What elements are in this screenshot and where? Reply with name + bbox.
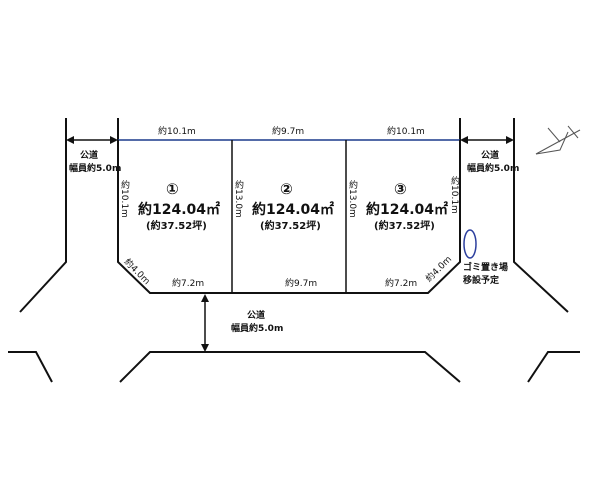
lot2-tsubo: (約37.52坪) [260,221,321,232]
lot3-top-frontage: 約10.1m [387,127,425,137]
bottom-road-arrow [201,294,209,352]
lot-boundary [117,140,461,294]
lot-outline [117,139,461,294]
lot2-area: 約124.04㎡ [252,202,335,218]
lot1-area: 約124.04㎡ [138,202,221,218]
left-road-name: 公道 [80,151,99,161]
left-outer-depth: 約10.1m [119,180,129,218]
lot2-bottom-frontage: 約9.7m [285,279,318,289]
lot1-top-frontage: 約10.1m [158,127,196,137]
lot3-area: 約124.04㎡ [366,202,449,218]
left-road-width: 幅員約5.0m [69,164,122,174]
lot1-bottom-frontage: 約7.2m [172,279,205,289]
north-arrow-icon [535,125,581,155]
right-road-width: 幅員約5.0m [467,164,520,174]
lot3-number: ③ [394,180,407,198]
lot1-tsubo: (約37.52坪) [146,221,207,232]
garbage-note-line1: ゴミ置き場 [463,263,509,273]
left-road-lines [19,118,119,313]
lot1-lot2-depth: 約13.0m [233,180,243,218]
right-road-name: 公道 [481,151,500,161]
bottom-road-width: 幅員約5.0m [231,324,284,334]
right-road-arrow [460,136,514,144]
lot3-tsubo: (約37.52坪) [374,221,435,232]
lot2-number: ② [280,180,293,198]
bottom-road-lines [8,351,580,383]
garbage-note-line2: 移設予定 [463,276,500,286]
lot2-lot3-depth: 約13.0m [347,180,357,218]
lot3-bottom-frontage: 約7.2m [385,279,418,289]
left-road-arrow [66,136,118,144]
garbage-area-marker [463,229,477,259]
right-outer-depth: 約10.1m [449,176,459,214]
lot1-number: ① [166,180,179,198]
bottom-road-name: 公道 [247,311,266,321]
lot2-top-frontage: 約9.7m [272,127,305,137]
